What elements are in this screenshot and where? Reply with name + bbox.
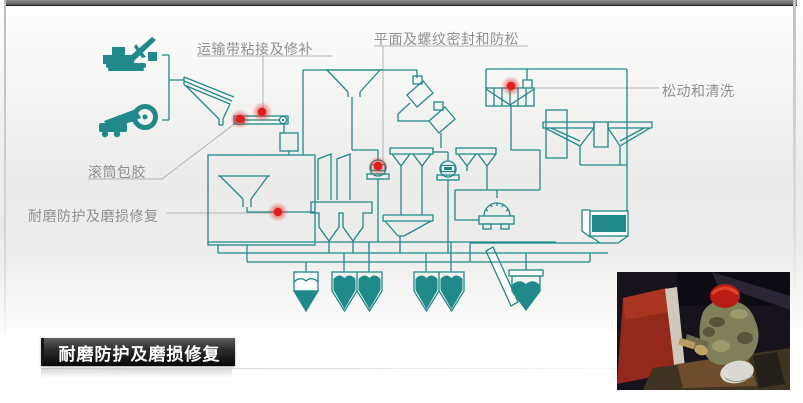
inclined-screen [183,76,235,126]
hotspot-belt-splicing[interactable] [252,102,272,122]
label-thread-sealing: 平面及螺纹密封和防松 [374,31,519,47]
source-bracket [162,54,184,121]
cone-crusher-lower [428,101,456,134]
worker-photo-scene [617,272,790,390]
label-loosening-cleaning: 松动和清洗 [662,83,735,99]
right-column [545,109,568,159]
inclined-chute [485,246,544,312]
magnet-box [469,209,629,262]
left-frame-edge [4,0,6,345]
label-belt-splicing: 运输带粘接及修补 [197,41,313,57]
twin-hopper-left [389,147,434,215]
title-bar-reflection [41,369,232,378]
filled-bin-pair-left [331,271,383,313]
hotspot-wear-protection[interactable] [268,202,288,222]
vibrating-feeder-right [433,151,460,253]
flat-hopper [382,214,434,253]
section-title-text: 耐磨防护及磨损修复 [58,344,221,364]
filled-bin-pair-right [413,271,465,313]
dragline-excavator-icon [103,37,157,71]
footer-divider-line [41,368,703,369]
label-wear-protection: 耐磨防护及磨损修复 [28,208,159,224]
twin-hopper-right [455,147,497,190]
crusher-station-enclosure [207,154,316,246]
worker-repair-photo[interactable] [617,272,790,390]
hotspot-loosening-cleaning[interactable] [501,76,521,96]
hotspot-thread-sealing[interactable] [368,156,388,176]
feed-hopper-top [325,69,382,160]
level-bin [292,271,320,313]
section-title-bar: 耐磨防护及磨损修复 [41,338,235,366]
label-pointer-lines [88,45,659,214]
cone-crusher-upper [406,75,434,108]
bucket-loader-icon [99,104,158,138]
right-frame-edge [793,0,796,300]
gauge-dial [478,202,515,230]
wide-screen-right [607,121,653,165]
top-frame-bar [5,0,797,6]
label-drum-lagging: 滚筒包胶 [88,164,146,180]
hotspot-drum-lagging[interactable] [230,109,250,129]
mill-building [310,153,373,253]
hotspots [230,76,521,222]
connector-bus-lines [208,241,608,272]
